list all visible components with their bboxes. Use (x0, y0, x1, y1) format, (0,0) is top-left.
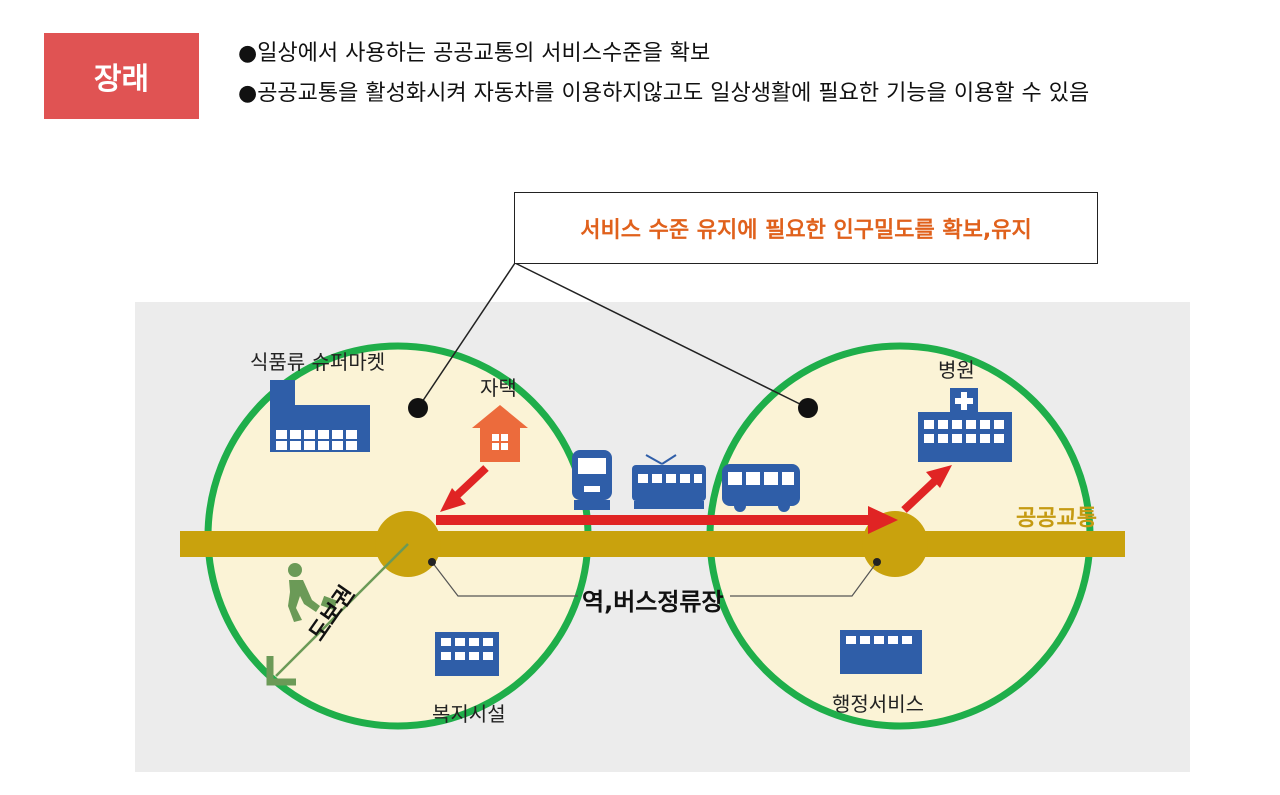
travel-arrow (436, 515, 876, 525)
transit-band (180, 531, 1125, 557)
future-tag: 장래 (44, 33, 199, 119)
house-icon (472, 405, 528, 462)
residential-density-dot (408, 398, 428, 418)
stop-label: 역,버스정류장 (582, 588, 724, 616)
welfare-building-icon (435, 632, 499, 676)
residential-density-dot (798, 398, 818, 418)
admin-label: 행정서비스 (832, 692, 924, 716)
welfare-label: 복지시설 (432, 702, 506, 726)
callout-box: 서비스 수준 유지에 필요한 인구밀도를 확보,유지 (514, 192, 1098, 264)
admin-building-icon (840, 630, 922, 674)
bullet-list: ●일상에서 사용하는 공공교통의 서비스수준을 확보 ●공공교통을 활성화시켜 … (238, 34, 1089, 114)
supermarket-icon (270, 380, 370, 452)
hospital-icon (918, 388, 1012, 462)
walk-radius-arrowhead (266, 656, 296, 686)
home-label: 자택 (480, 376, 517, 400)
train-front-icon (572, 450, 612, 510)
public-transport-label: 공공교통 (1016, 506, 1097, 531)
bullet-item: ●일상에서 사용하는 공공교통의 서비스수준을 확보 (238, 41, 711, 66)
bullet-item: ●공공교통을 활성화시켜 자동차를 이용하지않고도 일상생활에 필요한 기능을 … (238, 81, 1090, 106)
walker-icon (288, 563, 338, 622)
bus-icon (722, 464, 800, 512)
walk-radius-line (275, 543, 409, 677)
hospital-label: 병원 (938, 358, 975, 382)
train-side-icon (632, 454, 706, 509)
supermarket-label: 식품류 슈퍼마켓 (250, 350, 386, 374)
